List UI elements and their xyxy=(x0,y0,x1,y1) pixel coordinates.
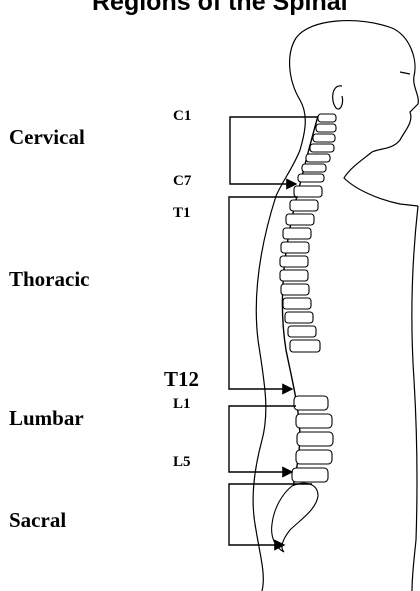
region-label-cervical: Cervical xyxy=(9,125,85,150)
front-outline xyxy=(412,206,418,591)
eye xyxy=(400,72,410,74)
region-label-sacral: Sacral xyxy=(9,508,66,533)
vertebra-label-t1: T1 xyxy=(173,205,191,222)
lumbar-vertebrae xyxy=(292,396,333,482)
spinal-column xyxy=(272,114,336,552)
thoracic-vertebrae xyxy=(280,186,322,352)
region-label-thoracic: Thoracic xyxy=(9,267,89,292)
vertebra-label-t12: T12 xyxy=(164,367,199,392)
ear xyxy=(333,86,343,109)
cervical-vertebrae xyxy=(298,114,336,182)
vertebra-label-l5: L5 xyxy=(173,454,191,471)
vertebra-label-l1: L1 xyxy=(173,396,191,413)
region-label-lumbar: Lumbar xyxy=(9,406,84,431)
vertebra-label-c1: C1 xyxy=(173,108,191,125)
sacrum xyxy=(272,483,318,552)
vertebra-label-c7: C7 xyxy=(173,173,191,190)
